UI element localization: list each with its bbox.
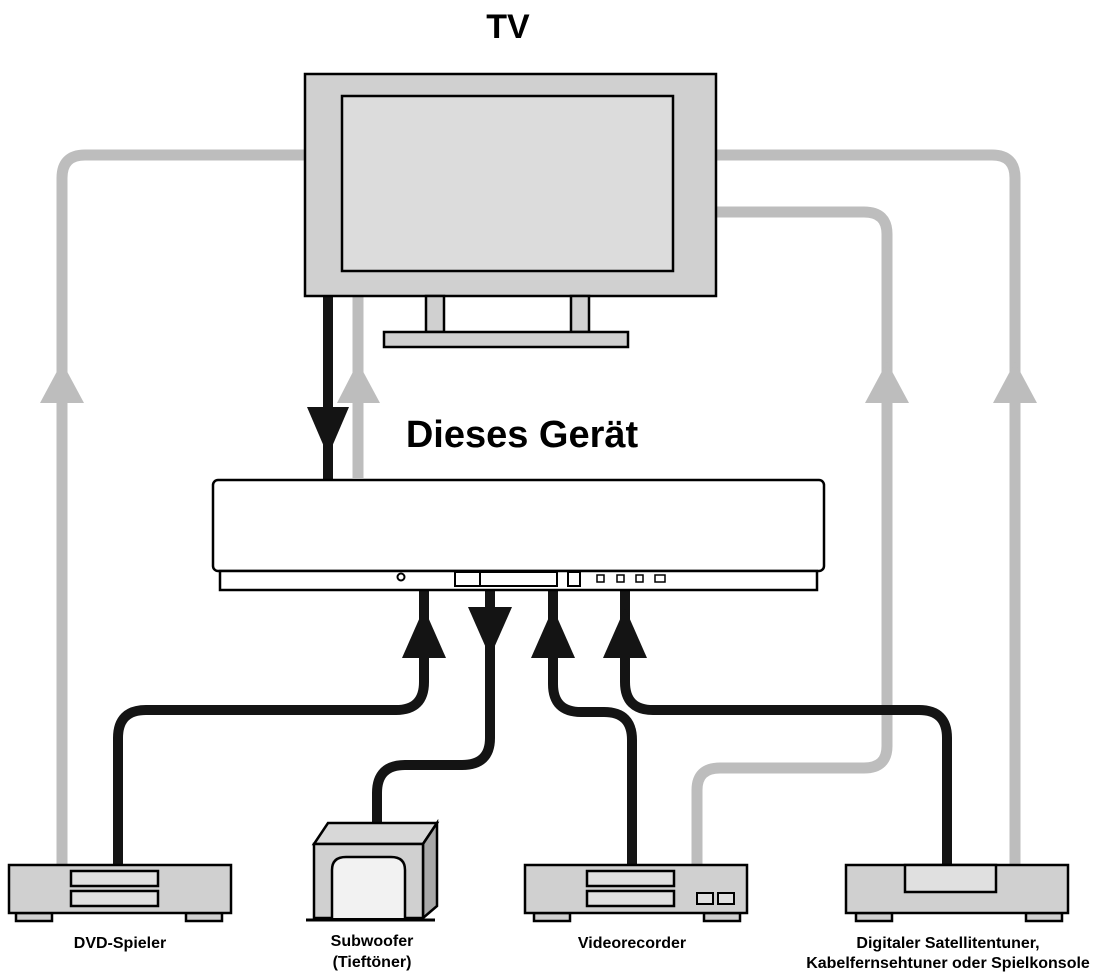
video-cable-vcr [691, 206, 893, 866]
dvd-tray-bottom [69, 889, 160, 908]
subwoofer-label-line2: (Tieftöner) [333, 954, 412, 971]
arrow-down-icon [307, 407, 349, 456]
arrow-up-icon [402, 608, 446, 658]
vcr-slot-bottom [585, 889, 676, 908]
tuner-label-line1: Digitaler Satellitentuner, [856, 935, 1039, 952]
subwoofer [306, 818, 440, 922]
audio-cable-dvd [113, 590, 429, 866]
subwoofer-grille [330, 855, 407, 918]
dvd-player [7, 863, 233, 923]
video-arrows [40, 362, 1037, 403]
main-unit-body [211, 478, 826, 573]
video-cables [56, 149, 1021, 868]
audio-cable-vcr [548, 590, 637, 866]
main-unit [211, 478, 826, 592]
arrow-up-icon [865, 362, 909, 403]
input-button-1[interactable] [596, 574, 605, 583]
subwoofer-label-line1: Subwoofer [331, 933, 414, 950]
dvd-tray-top [69, 869, 160, 888]
arrow-up-icon [531, 608, 575, 658]
tv-leg-left [424, 294, 446, 334]
arrow-down-icon [468, 607, 512, 657]
tv-screen [340, 94, 675, 273]
headphone-jack-icon [396, 572, 406, 582]
dvd-label: DVD-Spieler [74, 935, 166, 952]
audio-cable-subwoofer [372, 590, 495, 826]
arrow-up-icon [337, 362, 380, 403]
vcr-label: Videorecorder [578, 935, 686, 952]
tuner [844, 863, 1070, 923]
subwoofer-top [311, 821, 440, 846]
main-unit-label: Dieses Gerät [406, 414, 639, 456]
tv-stand-base [382, 330, 630, 349]
vcr [523, 863, 749, 923]
vcr-slot-top [585, 869, 676, 888]
tv-title: TV [486, 8, 530, 46]
vcr-button-2 [717, 892, 735, 905]
arrow-up-icon [603, 608, 647, 658]
arrow-up-icon [993, 362, 1037, 403]
input-button-2[interactable] [616, 574, 625, 583]
video-cable-tuner [716, 149, 1021, 868]
vcr-button-1 [696, 892, 714, 905]
power-button[interactable] [567, 571, 581, 587]
tuner-label-line2: Kabelfernsehtuner oder Spielkonsole [806, 955, 1090, 972]
tv-leg-right [569, 294, 591, 334]
tuner-slot [903, 863, 998, 894]
video-cable-dvd [56, 149, 305, 868]
audio-cables [113, 293, 952, 866]
front-display [454, 571, 558, 587]
input-button-3[interactable] [635, 574, 644, 583]
input-button-4[interactable] [654, 574, 666, 583]
audio-arrows [307, 407, 647, 658]
tv-set [303, 72, 718, 349]
audio-cable-tuner [620, 590, 952, 866]
arrow-up-icon [40, 362, 84, 403]
